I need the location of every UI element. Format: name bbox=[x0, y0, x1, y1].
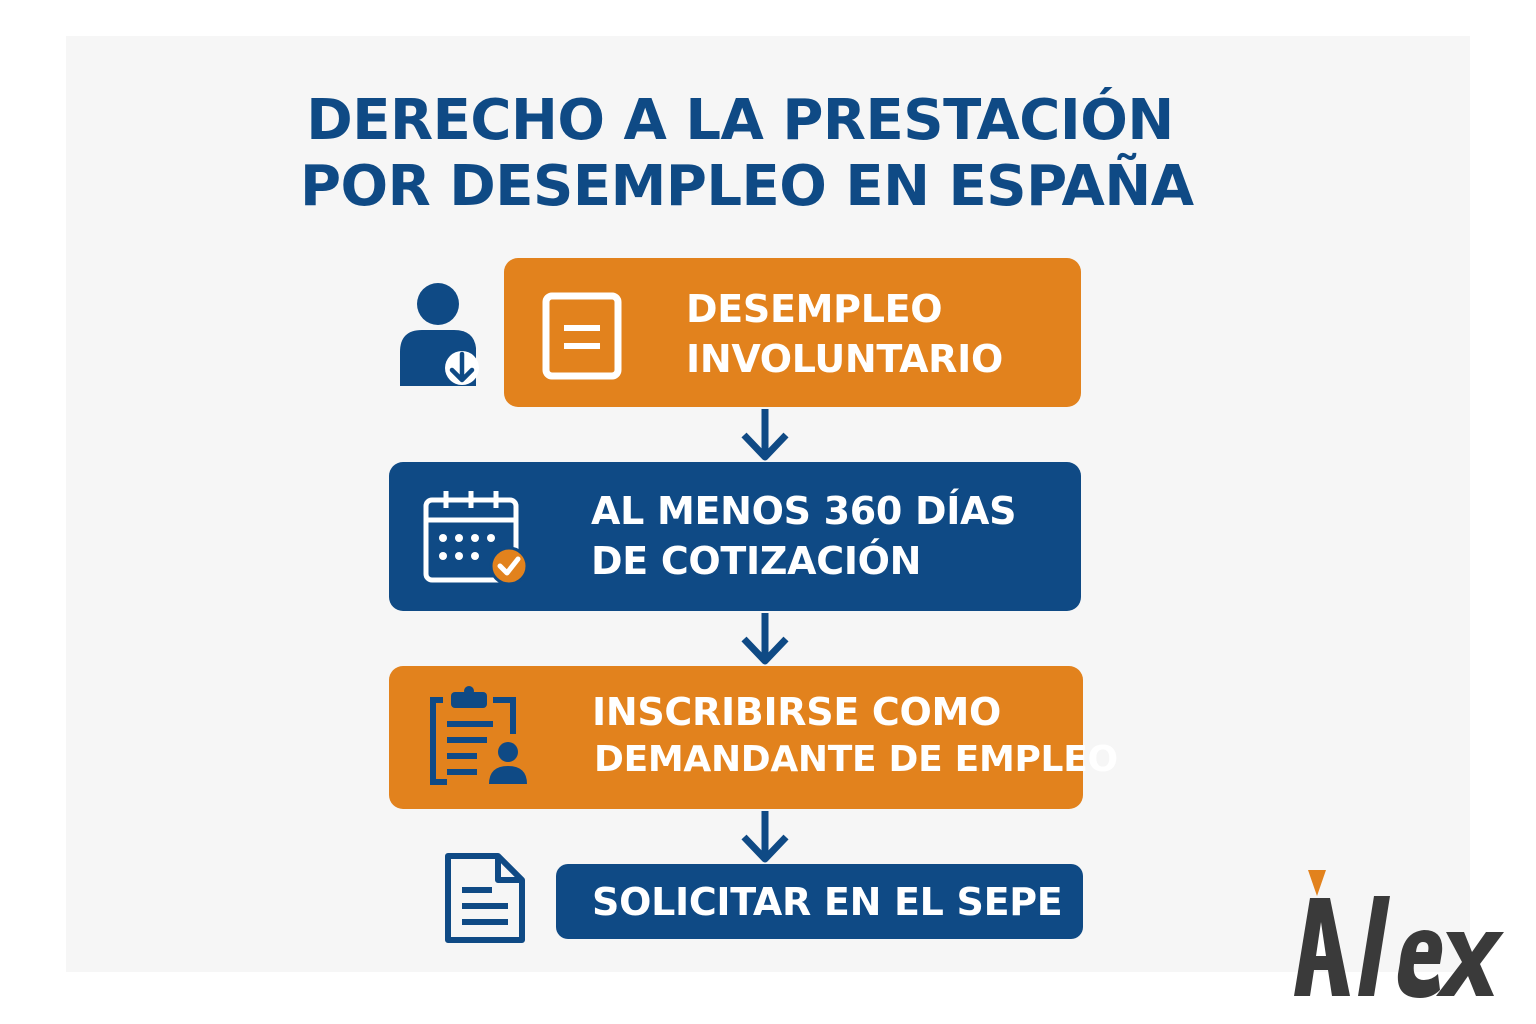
step-2-line-1: AL MENOS 360 DÍAS bbox=[591, 489, 1017, 533]
title-line-1: DERECHO A LA PRESTACIÓN bbox=[306, 88, 1174, 153]
step-1-line-2: INVOLUNTARIO bbox=[686, 337, 1003, 381]
step-3-line-2: DEMANDANTE DE EMPLEO bbox=[594, 739, 1118, 780]
document-icon bbox=[542, 292, 622, 380]
calendar-check-icon bbox=[423, 491, 529, 586]
user-download-icon bbox=[400, 283, 479, 386]
step-2-box: AL MENOS 360 DÍAS DE COTIZACIÓN bbox=[389, 462, 1081, 611]
arrow-down-icon bbox=[741, 811, 789, 863]
step-1-line-1: DESEMPLEO bbox=[686, 287, 943, 331]
arrow-down-icon bbox=[741, 613, 789, 665]
step-4-label: SOLICITAR EN EL SEPE bbox=[592, 880, 1063, 924]
title-line-2: POR DESEMPLEO EN ESPAÑA bbox=[300, 154, 1194, 219]
step-3-line-1: INSCRIBIRSE COMO bbox=[592, 690, 1002, 734]
file-text-icon bbox=[445, 853, 525, 943]
clipboard-user-icon bbox=[430, 686, 527, 785]
step-1-box: DESEMPLEO INVOLUNTARIO bbox=[504, 258, 1081, 407]
alex-logo bbox=[1294, 870, 1504, 998]
arrow-down-icon bbox=[741, 409, 789, 461]
step-3-box: INSCRIBIRSE COMO DEMANDANTE DE EMPLEO bbox=[389, 666, 1118, 809]
page-title: DERECHO A LA PRESTACIÓN POR DESEMPLEO EN… bbox=[300, 88, 1194, 220]
step-2-line-2: DE COTIZACIÓN bbox=[591, 539, 922, 583]
step-4-box: SOLICITAR EN EL SEPE bbox=[556, 864, 1083, 939]
